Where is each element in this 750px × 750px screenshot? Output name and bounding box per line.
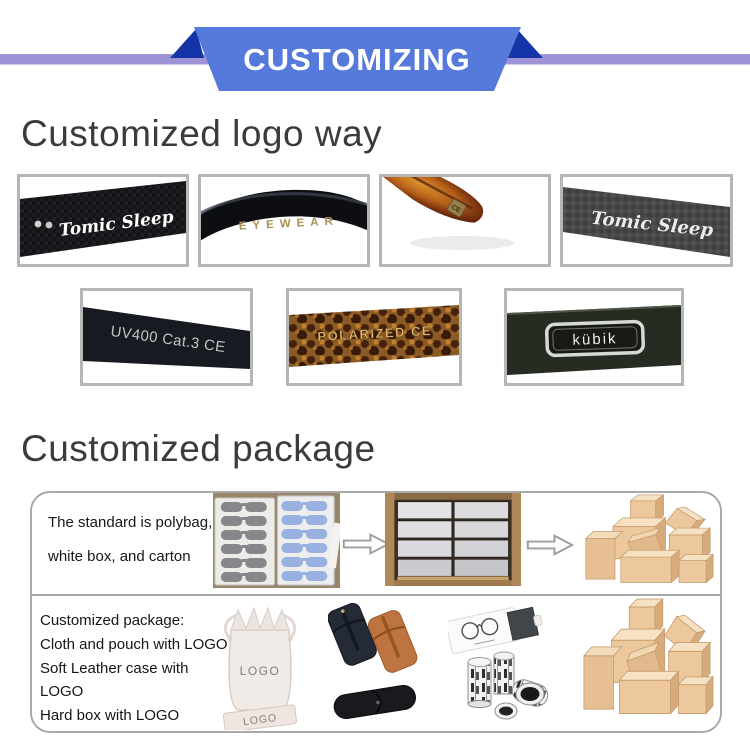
gold-logo-text: EYEWEAR <box>239 215 340 232</box>
metal-plate <box>544 319 645 358</box>
temple-highlight <box>201 192 367 215</box>
temple-bar <box>563 187 730 257</box>
text-line: Customized package: <box>40 612 185 629</box>
logo-sample-gold-print: EYEWEAR <box>198 174 370 267</box>
temple-bar <box>83 307 250 369</box>
photo-carton-box <box>385 493 521 586</box>
pouch-logo-text: LOGO <box>240 664 281 678</box>
photo-carton-stack <box>580 494 716 586</box>
photo-leather-cases <box>328 600 422 726</box>
text-line: The standard is polybag, <box>48 514 213 531</box>
text-line: Cloth and pouch with LOGO <box>40 635 228 653</box>
logo-way-heading: Customized logo way <box>21 113 383 154</box>
banner-title: CUSTOMIZING <box>243 42 470 77</box>
plate-logo-text: kübik <box>572 330 618 349</box>
rivet-dot <box>34 220 42 228</box>
logo-sample-tortoise-tip: CE <box>379 174 551 267</box>
logo-sample-carbon-script: Tomic Sleep <box>17 174 189 267</box>
logo-sample-uv400-print: UV400 Cat.3 CE <box>80 288 253 386</box>
table-row-divider <box>32 594 720 596</box>
logo-sample-metal-plate: kübik <box>504 288 684 386</box>
metal-plate-inner <box>552 326 638 351</box>
photo-hard-box-and-cylinder-cases <box>448 598 552 726</box>
photo-glasses-trays <box>213 493 340 588</box>
temple-edge-highlight <box>507 305 681 315</box>
ce-stamp-plate <box>447 198 467 218</box>
shadow <box>410 236 514 250</box>
text-line: white box, and carton <box>48 548 191 565</box>
customized-package-text: Customized package: Cloth and pouch with… <box>40 609 230 728</box>
temple-bar <box>20 181 186 257</box>
arrow-right-icon <box>526 534 574 556</box>
ce-stamp-text: CE <box>450 204 462 215</box>
standard-package-text: The standard is polybag, white box, and … <box>48 506 218 574</box>
banner-ribbon <box>194 27 521 91</box>
rivet-dot <box>45 221 53 229</box>
logo-sample-grey-carbon-script: Tomic Sleep <box>560 174 733 267</box>
temple-bar <box>289 305 459 367</box>
customizing-banner: CUSTOMIZING <box>0 27 750 91</box>
text-line: Soft Leather case with LOGO <box>40 659 189 701</box>
photo-carton-stack <box>578 598 716 718</box>
polarized-emboss-text: POLARIZED CE <box>317 323 432 344</box>
pouch-strip-logo-text: LOGO <box>242 712 278 728</box>
tortoise-temple-tip <box>382 177 484 223</box>
banner-fold-left <box>170 29 204 58</box>
package-heading: Customized package <box>21 428 376 469</box>
logo-sample-polarized-emboss: POLARIZED CE <box>286 288 462 386</box>
temple-bar <box>201 189 367 241</box>
text-line: Hard box with LOGO <box>40 707 180 725</box>
arrow-right-icon <box>342 533 390 555</box>
photo-cloth-pouch: LOGO LOGO <box>216 598 304 730</box>
